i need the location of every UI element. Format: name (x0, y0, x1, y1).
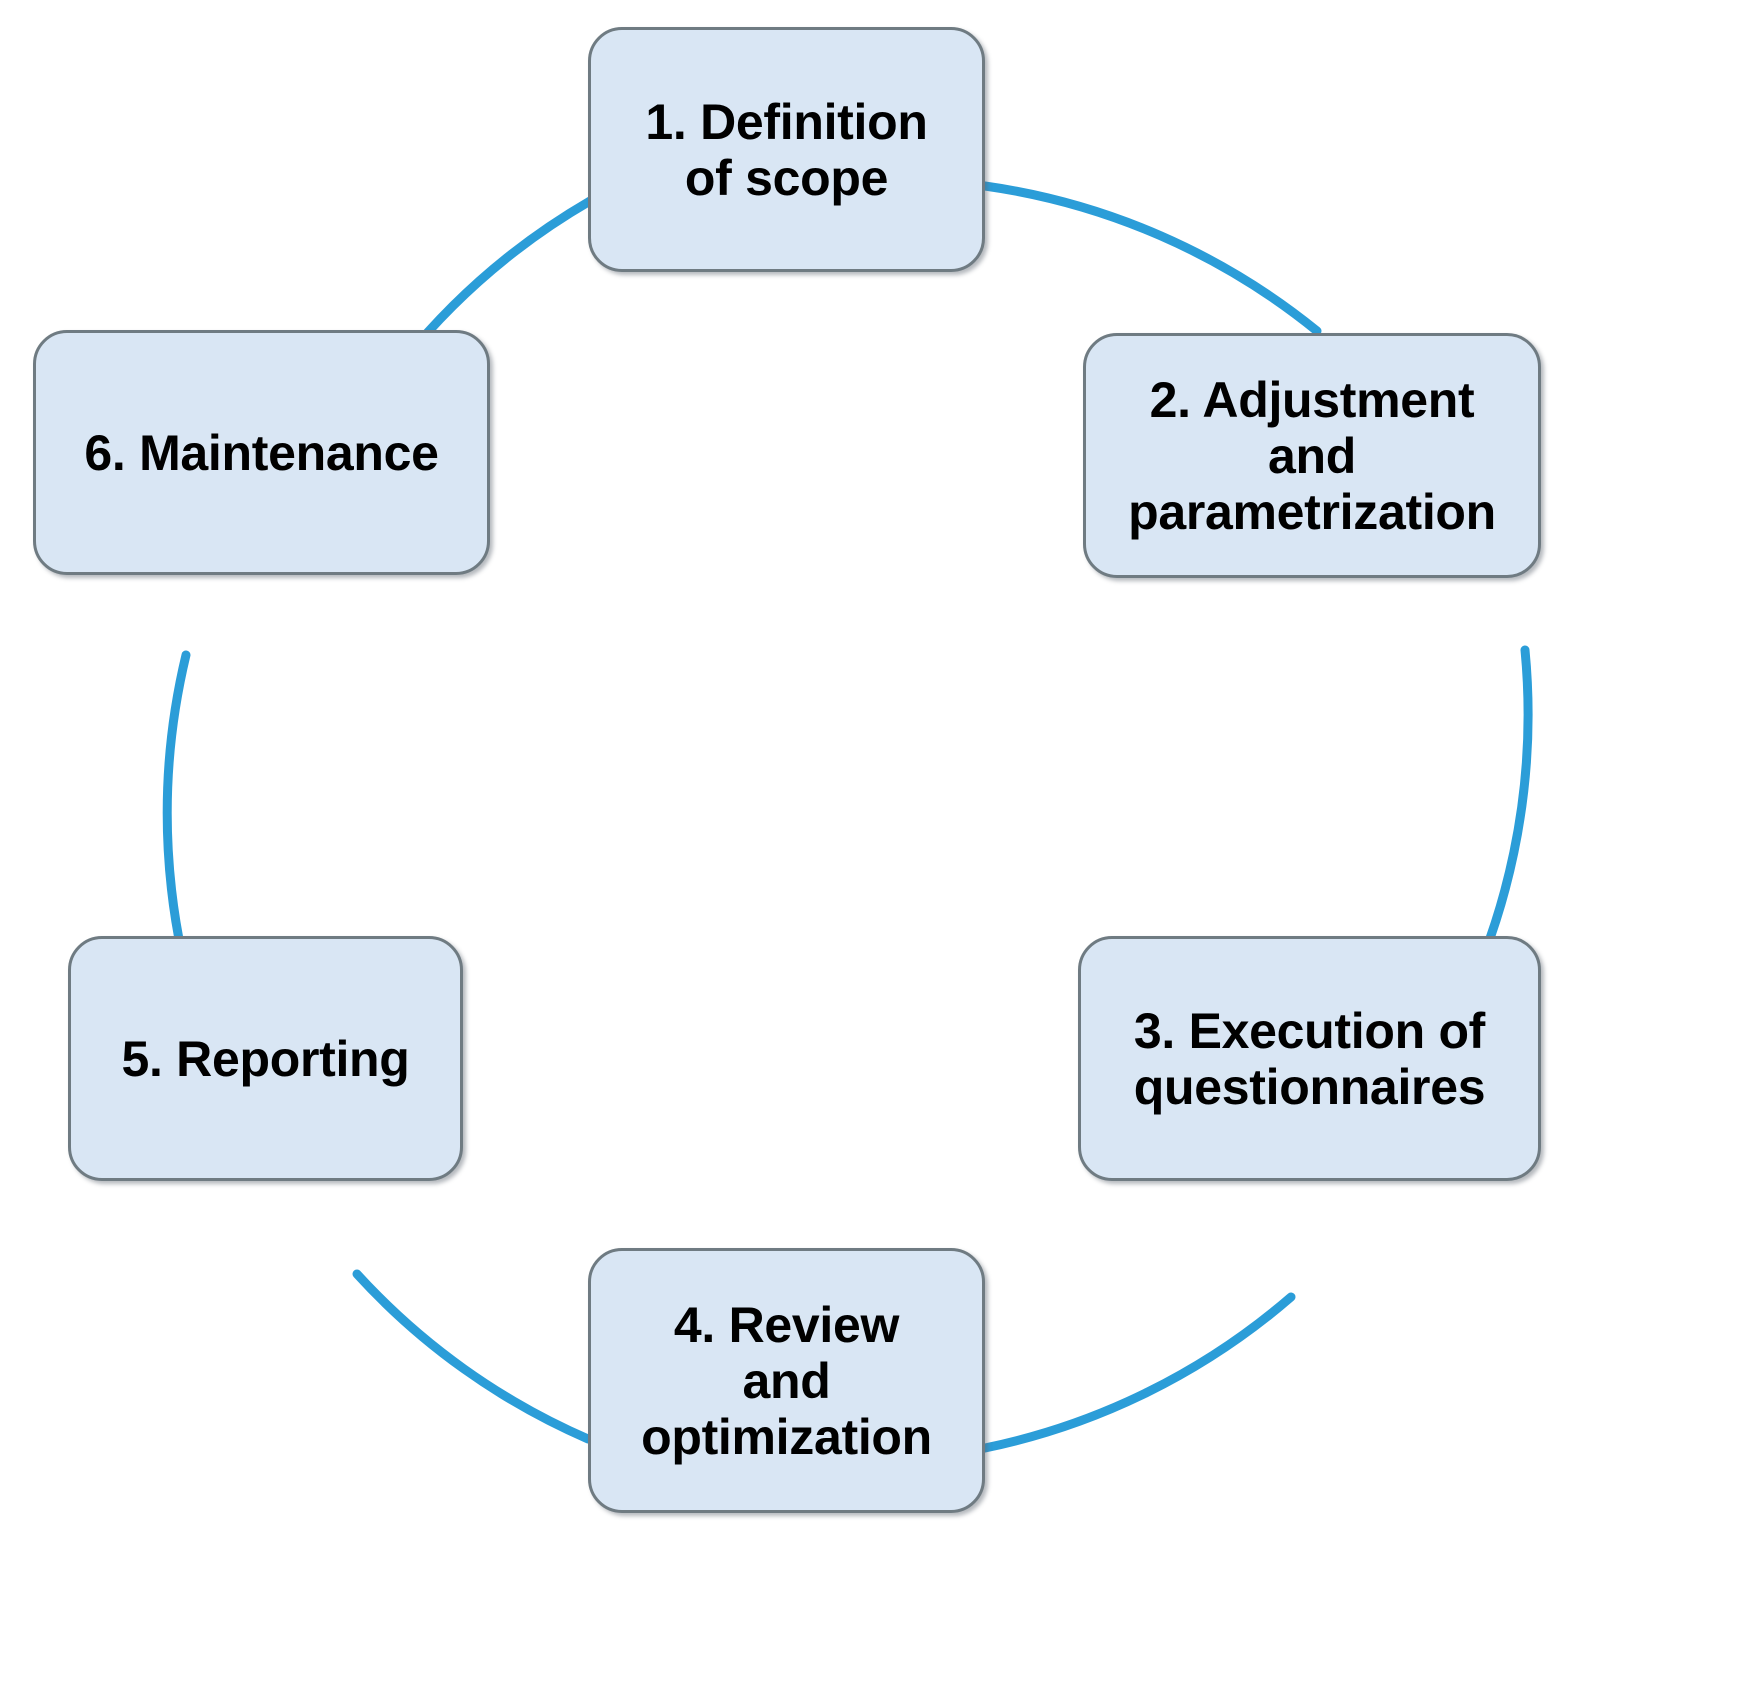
cycle-step-1-label: 1. Definition of scope (645, 93, 928, 206)
cycle-step-5-reporting[interactable]: 5. Reporting (68, 936, 463, 1181)
cycle-step-6-maintenance[interactable]: 6. Maintenance (33, 330, 490, 575)
connector-arc-1-to-2 (980, 181, 1322, 336)
connector-arc-4-to-5 (352, 1269, 593, 1444)
cycle-step-2-adjustment-and-parametrization[interactable]: 2. Adjustment and parametrization (1083, 333, 1541, 578)
cycle-step-2-label: 2. Adjustment and parametrization (1128, 371, 1496, 540)
cycle-step-6-label: 6. Maintenance (84, 424, 439, 481)
cycle-step-3-execution-of-questionnaires[interactable]: 3. Execution of questionnaires (1078, 936, 1541, 1181)
cycle-step-4-review-and-optimization[interactable]: 4. Review and optimization (588, 1248, 985, 1513)
connector-arc-3-to-4 (980, 1292, 1296, 1453)
cycle-step-1-definition-of-scope[interactable]: 1. Definition of scope (588, 27, 985, 272)
cycle-step-3-label: 3. Execution of questionnaires (1133, 1002, 1486, 1115)
cycle-step-4-label: 4. Review and optimization (641, 1296, 932, 1465)
cycle-step-5-label: 5. Reporting (121, 1030, 410, 1087)
